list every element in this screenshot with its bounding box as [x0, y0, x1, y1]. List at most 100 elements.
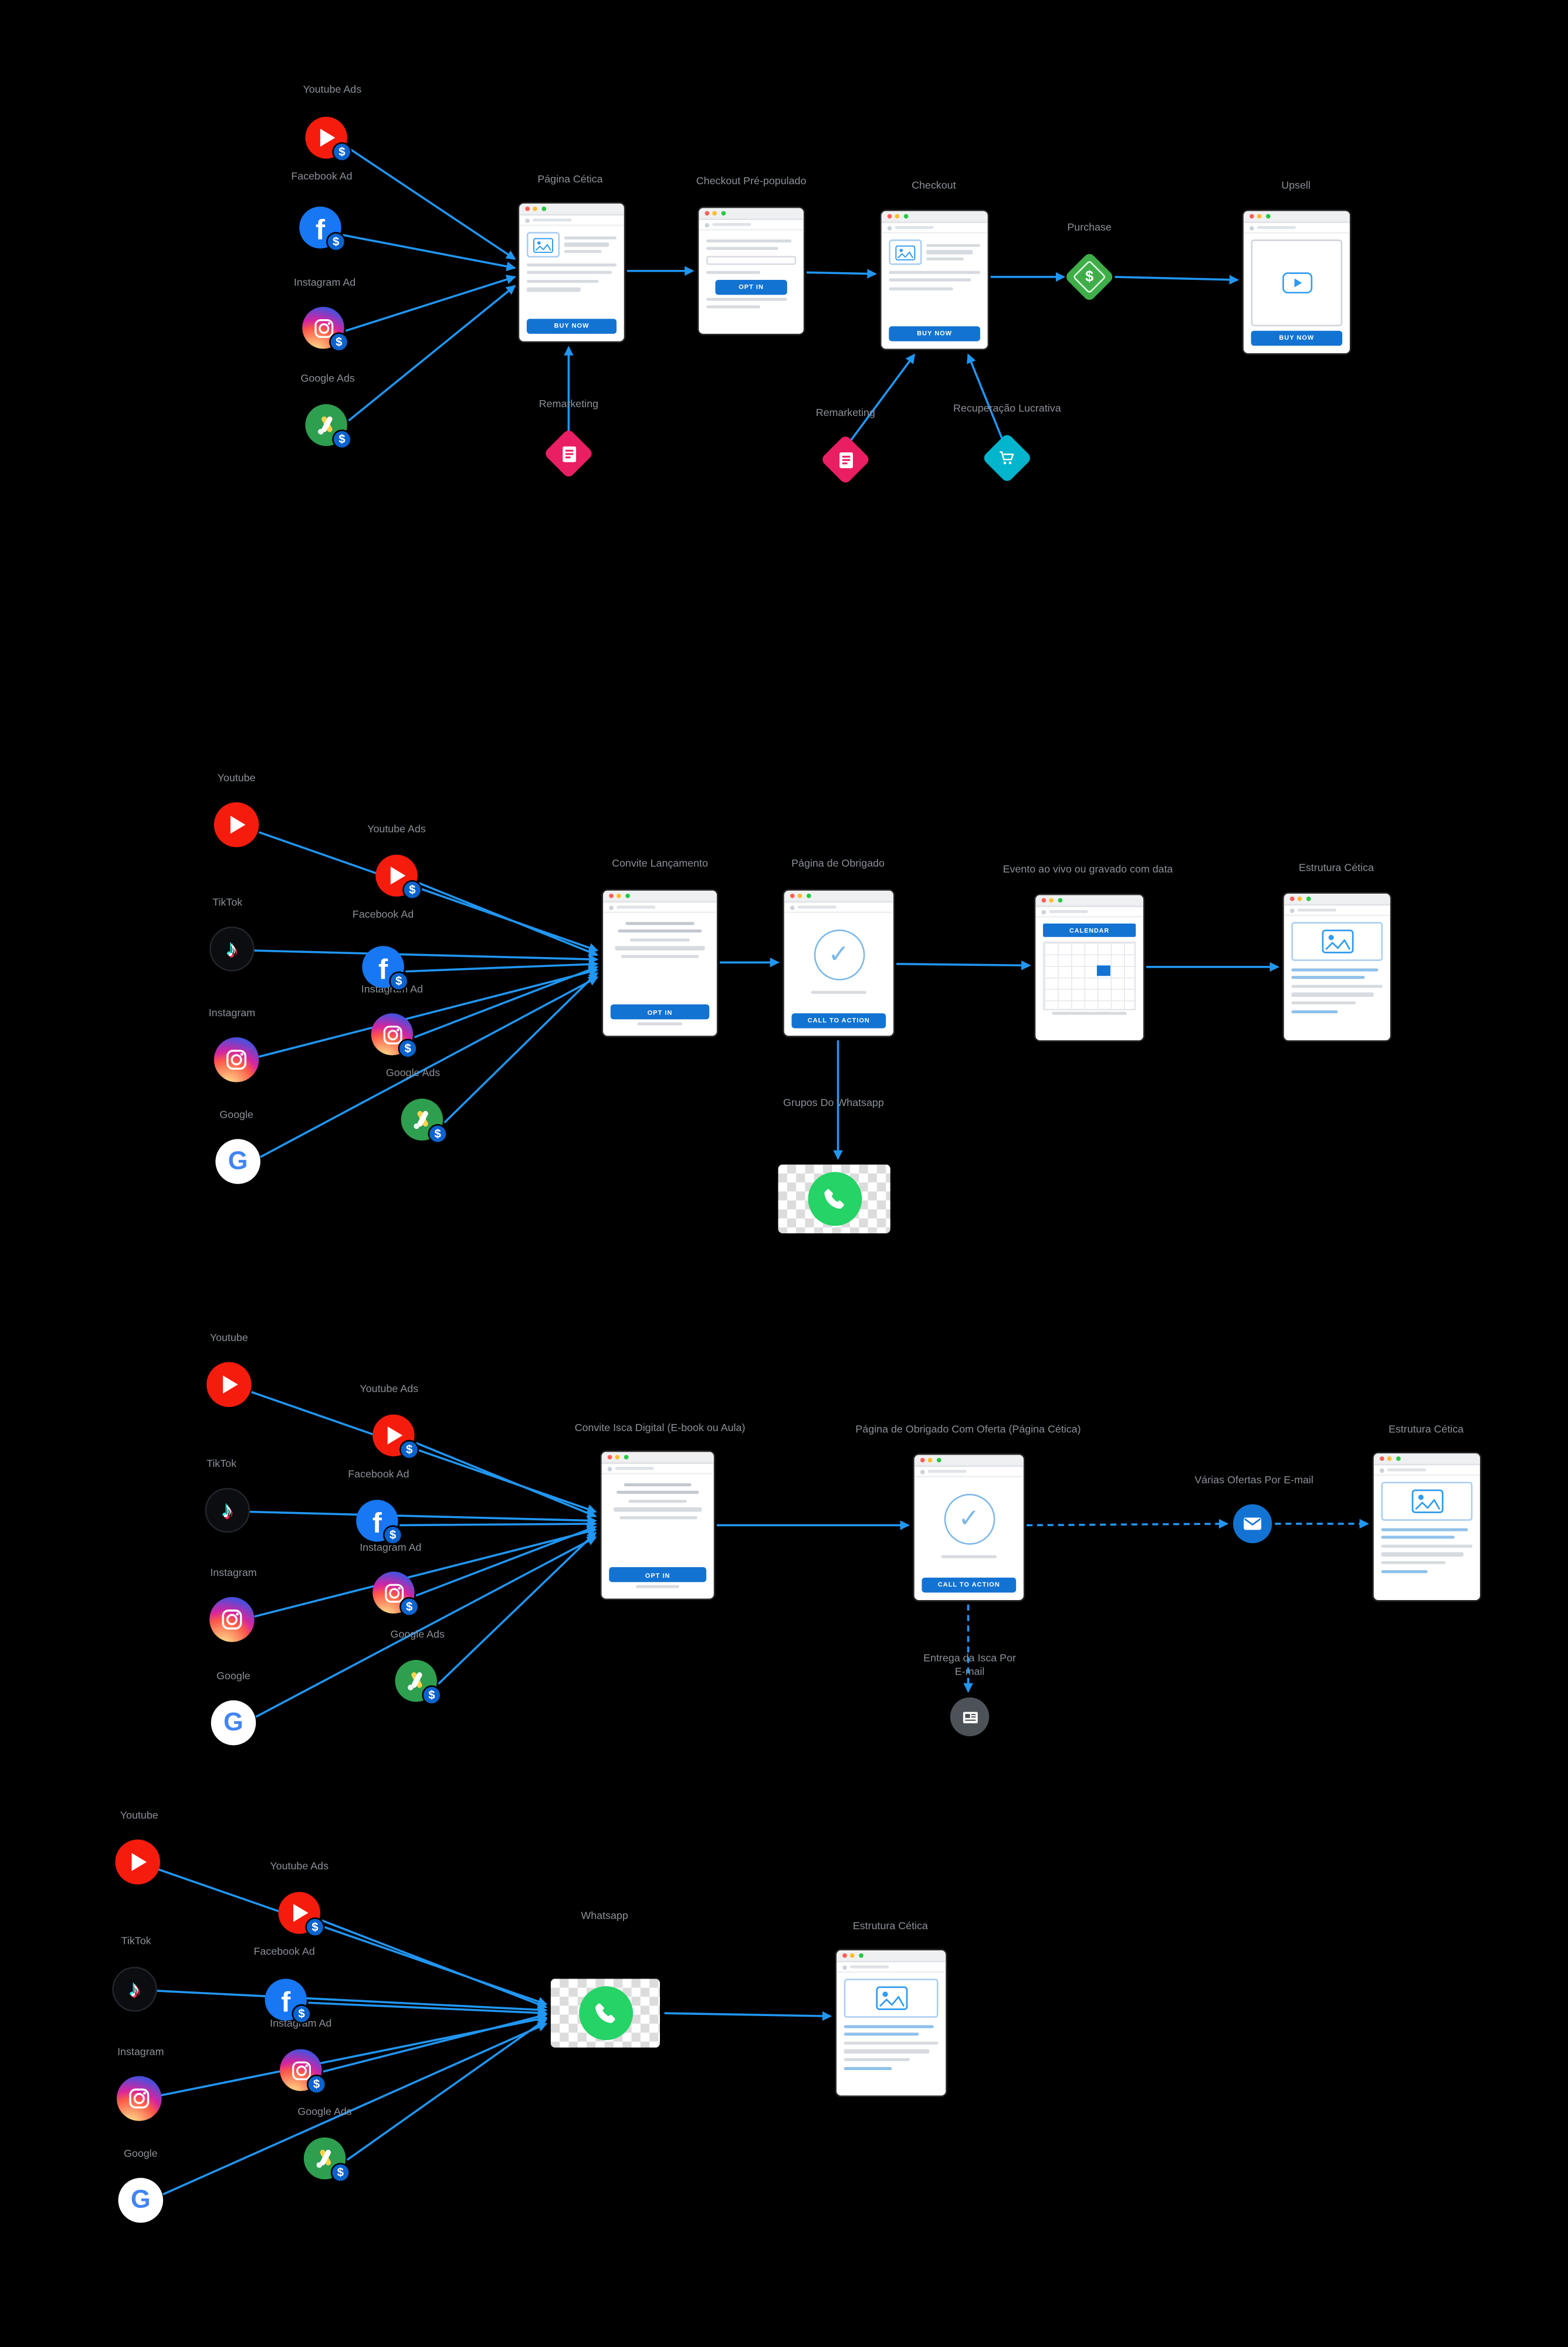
text-line — [614, 1507, 702, 1511]
url-dot — [1379, 1467, 1384, 1472]
url-dot — [607, 1466, 612, 1471]
google-g-icon: G — [223, 1707, 243, 1737]
obrigado-title: Página de Obrigado — [791, 859, 885, 870]
youtube-ads-icon: $ — [278, 1892, 325, 1937]
youtube-ads-icon: $ — [372, 1414, 419, 1460]
facebook-ad-icon: f$ — [356, 1500, 403, 1545]
window-dot-red — [1379, 1456, 1384, 1461]
window-dot-yellow — [1297, 897, 1302, 901]
window-dot-green — [541, 207, 546, 211]
product-row — [889, 239, 980, 265]
checkout-title: Checkout — [912, 181, 956, 192]
dollar-badge: $ — [398, 1039, 418, 1058]
source-label-youtube-ads: Youtube Ads — [360, 1384, 419, 1395]
google-icon: G — [118, 2177, 164, 2223]
flyer-icon — [551, 435, 587, 471]
tiktok-icon: ♪ — [112, 1967, 157, 2012]
newspaper-icon — [962, 1711, 977, 1723]
checkout-pre-title: Checkout Pré-populado — [696, 177, 807, 187]
facebook-f-icon: f — [315, 215, 325, 246]
estrutura-window — [837, 1950, 946, 2096]
video-placeholder — [1251, 239, 1343, 326]
phone-icon — [595, 2003, 615, 2023]
purchase-label: Purchase — [1067, 223, 1112, 234]
text-line — [625, 921, 695, 925]
convite-title: Convite Lançamento — [612, 859, 708, 870]
envelope-icon — [1244, 1517, 1262, 1530]
url-dot — [919, 1469, 924, 1474]
url-line — [712, 223, 751, 226]
google-g-icon: G — [228, 1147, 248, 1175]
url-dot — [1289, 908, 1294, 912]
text-line — [1291, 1001, 1356, 1005]
camera-icon — [382, 1024, 402, 1044]
window-dot-green — [1265, 214, 1270, 219]
picture-icon — [895, 245, 916, 260]
opt-in-button: OPT IN — [609, 1567, 707, 1583]
text-line — [615, 946, 705, 950]
text-line — [1291, 985, 1383, 988]
text-line — [810, 990, 868, 994]
window-dot-green — [936, 1457, 941, 1463]
remarketing-diamond — [543, 428, 594, 479]
window-urlbar — [519, 215, 624, 226]
window-dot-green — [625, 893, 629, 898]
text-line — [1291, 1009, 1337, 1013]
url-line — [894, 226, 933, 229]
text-line — [564, 236, 617, 239]
music-note-icon: ♪ — [226, 936, 238, 962]
text-line — [926, 243, 980, 247]
window-dot-red — [841, 1953, 846, 1958]
text-line — [926, 258, 964, 261]
instagram-ad-icon: $ — [302, 306, 349, 352]
text-line — [638, 1022, 682, 1026]
text-line — [1291, 968, 1379, 972]
text-line — [1381, 1561, 1445, 1565]
pagina-cetica-window: BUY NOW — [519, 203, 624, 341]
email-offers-node — [1233, 1504, 1272, 1544]
source-label-google-ads: Google Ads — [390, 1630, 445, 1641]
text-line — [844, 2041, 939, 2045]
buy-now-button: BUY NOW — [526, 318, 617, 334]
text-line — [635, 1585, 680, 1589]
window-dot-yellow — [617, 893, 621, 898]
obrigado-window: ✓ CALL TO ACTION — [784, 890, 893, 1036]
window-dot-red — [1289, 897, 1294, 901]
window-content — [1284, 916, 1390, 1040]
window-urlbar — [1243, 223, 1350, 234]
convite-isca-title: Convite Isca Digital (E-book ou Aula) — [574, 1423, 746, 1434]
dollar-badge: $ — [332, 142, 352, 162]
camera-icon — [291, 2061, 310, 2079]
window-content — [837, 1973, 946, 2095]
window-titlebar — [914, 1455, 1024, 1467]
dollar-badge: $ — [305, 1917, 325, 1937]
url-dot — [704, 222, 709, 227]
varias-ofertas-label: Várias Ofertas Por E-mail — [1194, 1476, 1313, 1487]
facebook-ad-icon: f$ — [362, 946, 409, 991]
window-dot-yellow — [712, 211, 717, 216]
dollar-badge: $ — [422, 1685, 442, 1705]
window-content: ✓ CALL TO ACTION — [915, 1477, 1024, 1600]
text-line — [1381, 1544, 1473, 1548]
url-line — [1296, 908, 1336, 912]
text-line — [706, 270, 760, 274]
google-ads-icon: $ — [305, 404, 352, 449]
source-label-instagram-ad: Instagram Ad — [293, 278, 356, 289]
estrutura-title: Estrutura Cética — [1299, 863, 1374, 874]
window-content: OPT IN — [603, 913, 717, 1036]
source-label-tiktok: TikTok — [121, 1936, 151, 1947]
music-note-icon: ♪ — [129, 1976, 141, 2002]
url-line — [927, 1470, 966, 1473]
checkout-window: BUY NOW — [881, 211, 988, 349]
window-urlbar — [784, 902, 893, 914]
success-check-icon: ✓ — [943, 1493, 995, 1545]
source-label-facebook-ad: Facebook Ad — [253, 1947, 315, 1958]
facebook-ad-icon: f$ — [265, 1979, 311, 2024]
text-line — [526, 288, 581, 292]
purchase-diamond: $ — [1064, 251, 1115, 303]
shopping-cart-icon — [1000, 451, 1014, 465]
dollar-badge: $ — [329, 332, 349, 352]
upsell-title: Upsell — [1281, 181, 1310, 192]
pagina-cetica-title: Página Cética — [537, 175, 603, 186]
source-label-youtube: Youtube — [120, 1811, 158, 1822]
